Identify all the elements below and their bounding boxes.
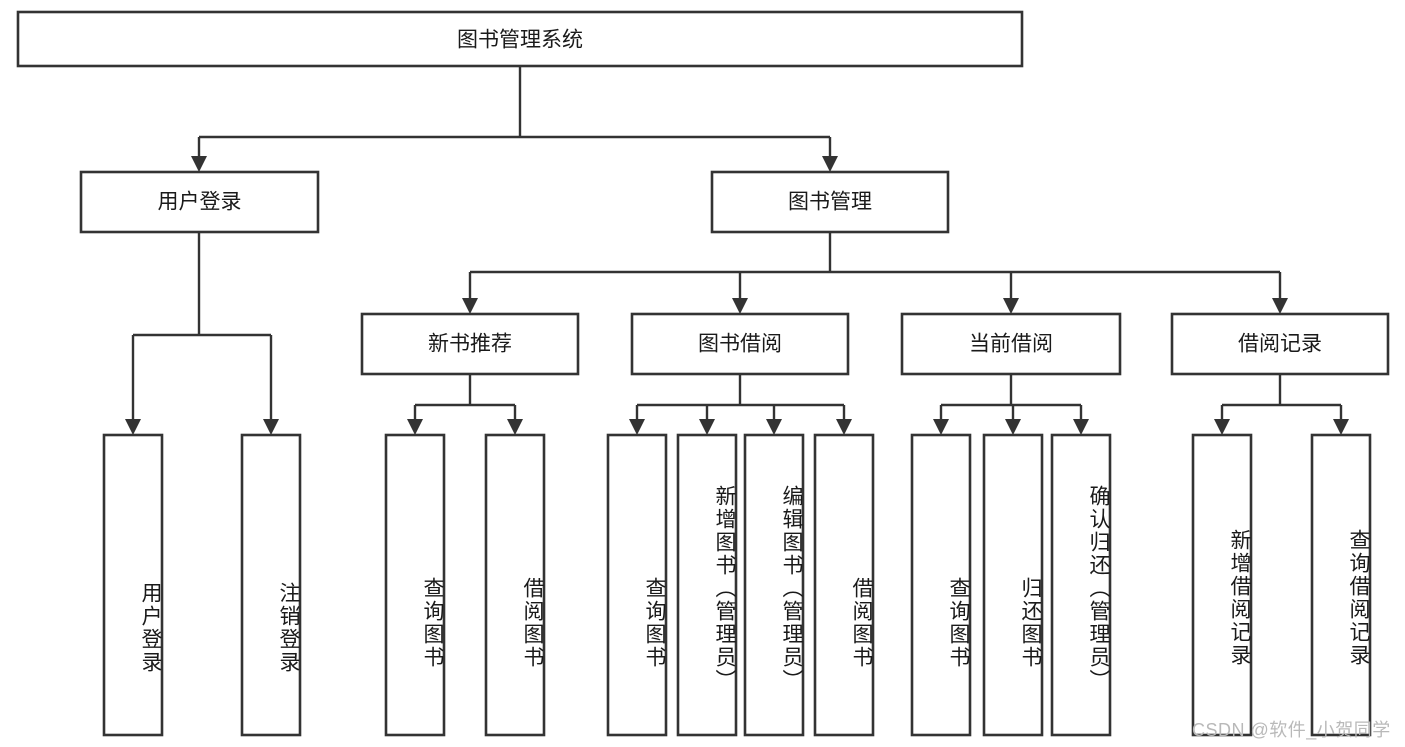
node-book-management-label: 图书管理 — [788, 191, 872, 214]
node-borrow-record-box — [1170, 312, 1390, 376]
connectors-layer — [125, 66, 1349, 435]
node-current-borrow-label: 当前借阅 — [969, 333, 1053, 356]
connector-bookborrow-to-leaves — [629, 374, 852, 435]
node-book-management-box — [710, 170, 950, 234]
connector-borrowrecord-to-leaves — [1214, 374, 1349, 435]
node-user-login-box — [79, 170, 320, 234]
node-new-book-recommend-label: 新书推荐 — [428, 333, 512, 356]
connector-bookmgmt-to-level2 — [462, 232, 1288, 314]
csdn-watermark: CSDN @软件_小贺同学 — [1192, 720, 1391, 740]
node-user-login[interactable]: 用户登录 — [79, 170, 320, 234]
connector-currentborrow-to-leaves — [933, 374, 1089, 435]
node-root[interactable]: 图书管理系统 — [16, 10, 1024, 68]
node-new-book-recommend-box — [360, 312, 580, 376]
leaf-box-logout[interactable] — [240, 433, 302, 737]
leaf-box-return-book[interactable] — [982, 433, 1044, 737]
leaf-box-query-book-current[interactable] — [910, 433, 972, 737]
connector-newbook-to-leaves — [407, 374, 523, 435]
leaf-box-confirm-return[interactable] — [1050, 433, 1112, 737]
node-borrow-record-label: 借阅记录 — [1238, 333, 1322, 356]
leaf-box-query-book-borrow[interactable] — [606, 433, 668, 737]
connector-root-to-level1 — [191, 66, 838, 172]
leaf-box-edit-book[interactable] — [743, 433, 805, 737]
leaf-box-borrow-book-new[interactable] — [484, 433, 546, 737]
node-new-book-recommend[interactable]: 新书推荐 — [360, 312, 580, 376]
leaf-box-user-login[interactable] — [102, 433, 164, 737]
node-root-box — [16, 10, 1024, 68]
leaf-box-query-record[interactable] — [1310, 433, 1372, 737]
leaf-box-query-book-new[interactable] — [384, 433, 446, 737]
connector-userlogin-to-leaves — [125, 232, 279, 435]
node-root-label: 图书管理系统 — [457, 29, 583, 52]
node-book-management[interactable]: 图书管理 — [710, 170, 950, 234]
leaf-box-add-record[interactable] — [1191, 433, 1253, 737]
node-book-borrow[interactable]: 图书借阅 — [630, 312, 850, 376]
node-user-login-label: 用户登录 — [158, 191, 242, 214]
leaf-box-add-book[interactable] — [676, 433, 738, 737]
node-current-borrow[interactable]: 当前借阅 — [900, 312, 1122, 376]
node-current-borrow-box — [900, 312, 1122, 376]
node-book-borrow-box — [630, 312, 850, 376]
node-borrow-record[interactable]: 借阅记录 — [1170, 312, 1390, 376]
node-book-borrow-label: 图书借阅 — [698, 333, 782, 356]
leaf-boxes-layer — [102, 433, 1372, 737]
leaf-box-borrow-book[interactable] — [813, 433, 875, 737]
